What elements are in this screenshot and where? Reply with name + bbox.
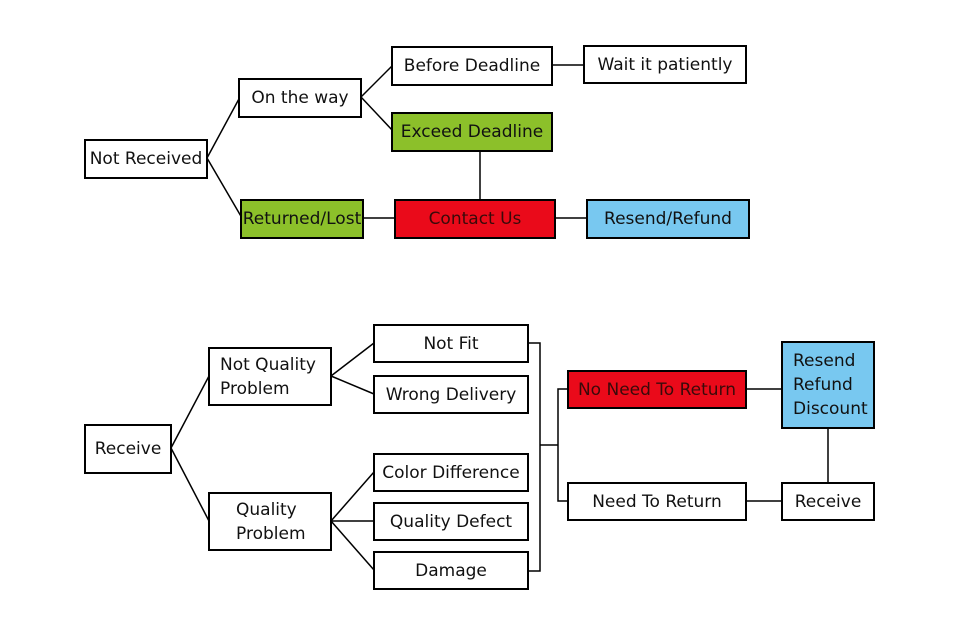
connector-bracket <box>528 342 541 572</box>
node-returned-lost: Returned/Lost <box>240 199 364 239</box>
node-label: Damage <box>415 560 487 581</box>
node-on-the-way: On the way <box>238 78 362 118</box>
node-not-fit: Not Fit <box>373 324 529 363</box>
connector <box>170 375 210 449</box>
node-not-quality-problem: Not Quality Problem <box>208 347 332 406</box>
node-label: Color Difference <box>382 462 520 483</box>
connector <box>360 96 394 132</box>
node-receive-after-return: Receive <box>781 482 875 521</box>
node-quality-problem: Quality Problem <box>208 492 332 551</box>
node-damage: Damage <box>373 551 529 590</box>
node-wait-patiently: Wait it patiently <box>583 45 747 84</box>
node-exceed-deadline: Exceed Deadline <box>391 112 553 152</box>
node-label: Not Received <box>89 149 203 169</box>
node-label: Contact Us <box>428 209 522 229</box>
node-label: No Need To Return <box>577 379 737 400</box>
node-quality-defect: Quality Defect <box>373 502 529 541</box>
connector <box>330 342 375 377</box>
node-need-to-return: Need To Return <box>567 482 747 521</box>
connector <box>330 520 375 571</box>
connector <box>330 471 375 522</box>
node-label: Receive <box>794 491 862 512</box>
node-resend-refund: Resend/Refund <box>586 199 750 239</box>
node-label: Exceed Deadline <box>400 122 544 142</box>
node-label: Before Deadline <box>403 56 541 76</box>
connector <box>206 157 243 219</box>
connector <box>360 64 394 98</box>
node-label: Need To Return <box>592 491 722 512</box>
node-label: Not Fit <box>423 333 479 354</box>
connector <box>170 447 210 522</box>
connector <box>206 96 241 159</box>
node-no-need-to-return: No Need To Return <box>567 370 747 409</box>
node-label: Quality Problem <box>236 499 306 544</box>
node-label: Resend Refund Discount <box>793 351 868 419</box>
node-contact-us: Contact Us <box>394 199 556 239</box>
node-not-received: Not Received <box>84 139 208 179</box>
node-label: Quality Defect <box>389 511 513 532</box>
node-label: Resend/Refund <box>604 209 732 229</box>
node-label: On the way <box>251 88 349 108</box>
node-label: Receive <box>94 439 162 459</box>
node-label: Returned/Lost <box>242 209 362 229</box>
node-label: Wrong Delivery <box>385 384 517 405</box>
node-color-difference: Color Difference <box>373 453 529 492</box>
node-label: Not Quality Problem <box>220 354 316 399</box>
node-before-deadline: Before Deadline <box>391 46 553 86</box>
node-label: Wait it patiently <box>597 54 733 75</box>
connector-split <box>557 388 568 502</box>
node-wrong-delivery: Wrong Delivery <box>373 375 529 414</box>
node-receive: Receive <box>84 424 172 474</box>
node-resend-refund-discount: Resend Refund Discount <box>781 341 875 429</box>
connector <box>330 375 375 395</box>
